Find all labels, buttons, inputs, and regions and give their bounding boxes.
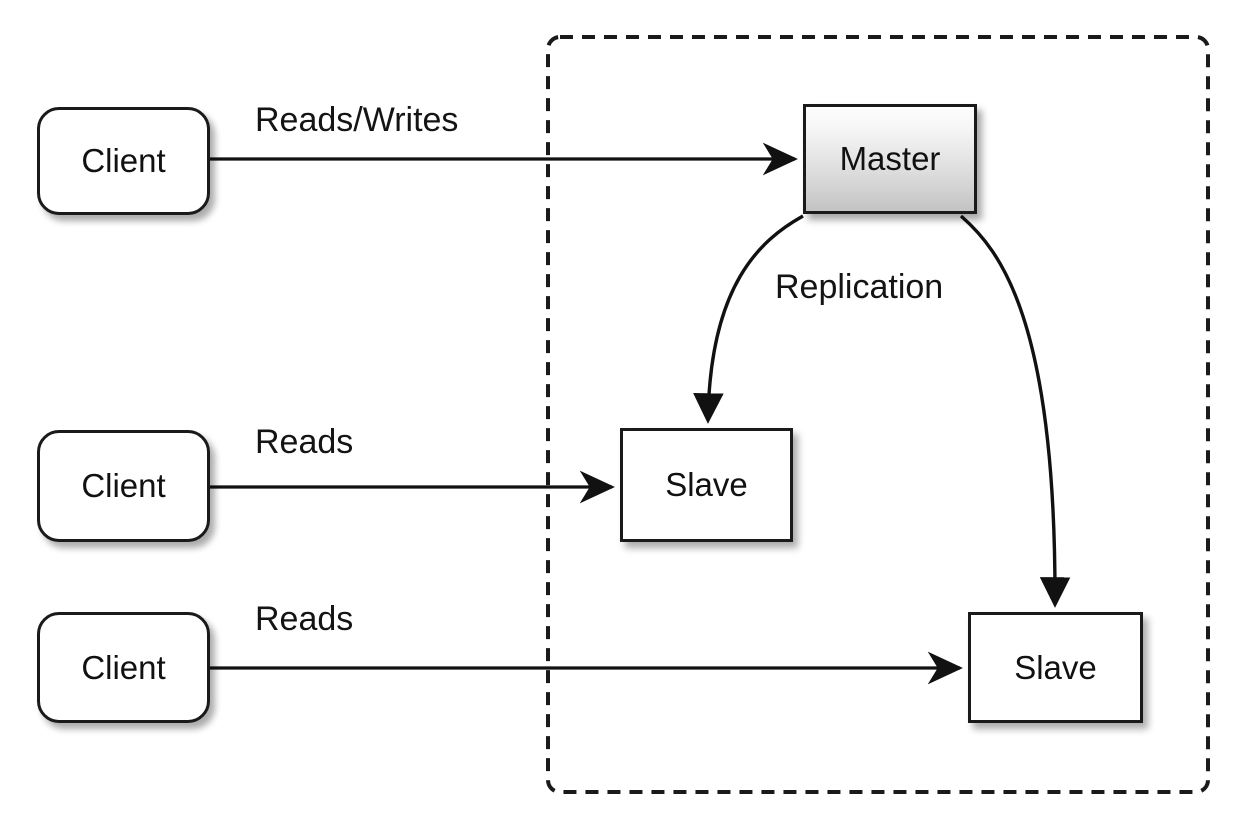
node-client-2[interactable]: Client <box>37 430 210 542</box>
node-label: Slave <box>1014 648 1097 686</box>
node-client-3[interactable]: Client <box>37 612 210 723</box>
node-client-1[interactable]: Client <box>37 107 210 215</box>
edge-path-master-slave2 <box>959 214 1071 608</box>
edge-label-reads-slave2: Reads <box>255 600 354 638</box>
node-slave-2[interactable]: Slave <box>968 612 1143 723</box>
node-label: Client <box>81 467 166 504</box>
node-label: Master <box>839 140 941 177</box>
edge-label-reads-slave1: Reads <box>255 423 354 461</box>
node-master[interactable]: Master <box>803 104 977 214</box>
node-label: Client <box>81 648 166 686</box>
edge-label-reads-writes: Reads/Writes <box>255 101 459 139</box>
node-label: Client <box>81 142 166 179</box>
edge-path-master-slave1 <box>693 214 804 424</box>
server-boundary-rect <box>546 35 1210 794</box>
node-slave-1[interactable]: Slave <box>620 428 793 542</box>
node-label: Slave <box>665 466 748 503</box>
edge-label-replication: Replication <box>775 268 944 306</box>
